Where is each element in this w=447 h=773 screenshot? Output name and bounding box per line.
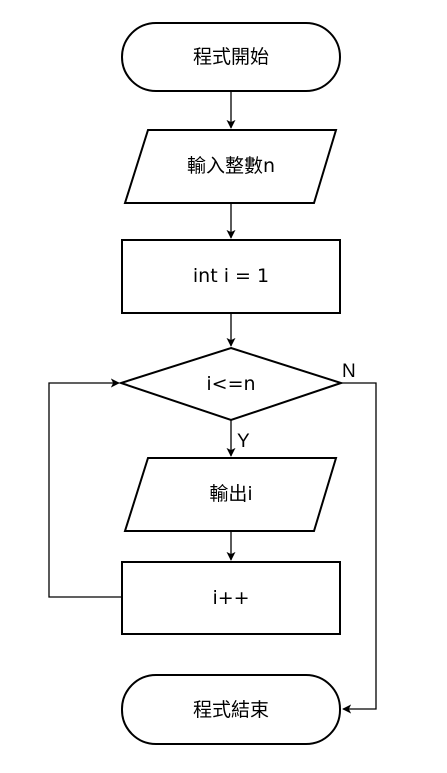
output-parallelogram-shape: [123, 457, 338, 532]
edges: [48, 91, 377, 714]
increment-process-shape: [121, 561, 341, 635]
increment-label: i++: [212, 587, 249, 609]
input-node: 輸入整數n: [123, 129, 338, 204]
no-label: N: [342, 361, 356, 382]
end-node: 程式結束: [121, 674, 341, 745]
start-node: 程式開始: [121, 22, 341, 92]
condition-label: i<=n: [206, 373, 255, 395]
init-label: int i = 1: [193, 265, 269, 287]
input-parallelogram-shape: [123, 129, 338, 204]
condition-diamond-shape: [117, 346, 345, 422]
yes-label: Y: [237, 431, 250, 452]
end-label: 程式結束: [193, 699, 269, 721]
start-terminator-shape: [121, 22, 341, 92]
edge-increment-loop-back: [48, 378, 122, 598]
input-label: 輸入整數n: [187, 155, 275, 177]
init-process-shape: [121, 239, 341, 314]
edge-condition-no-to-end: [341, 382, 377, 714]
condition-node: i<=n: [117, 346, 345, 422]
init-node: int i = 1: [121, 239, 341, 314]
output-label: 輸出i: [209, 483, 252, 505]
increment-node: i++: [121, 561, 341, 635]
end-terminator-shape: [121, 674, 341, 745]
output-node: 輸出i: [123, 457, 338, 532]
start-label: 程式開始: [193, 46, 269, 68]
